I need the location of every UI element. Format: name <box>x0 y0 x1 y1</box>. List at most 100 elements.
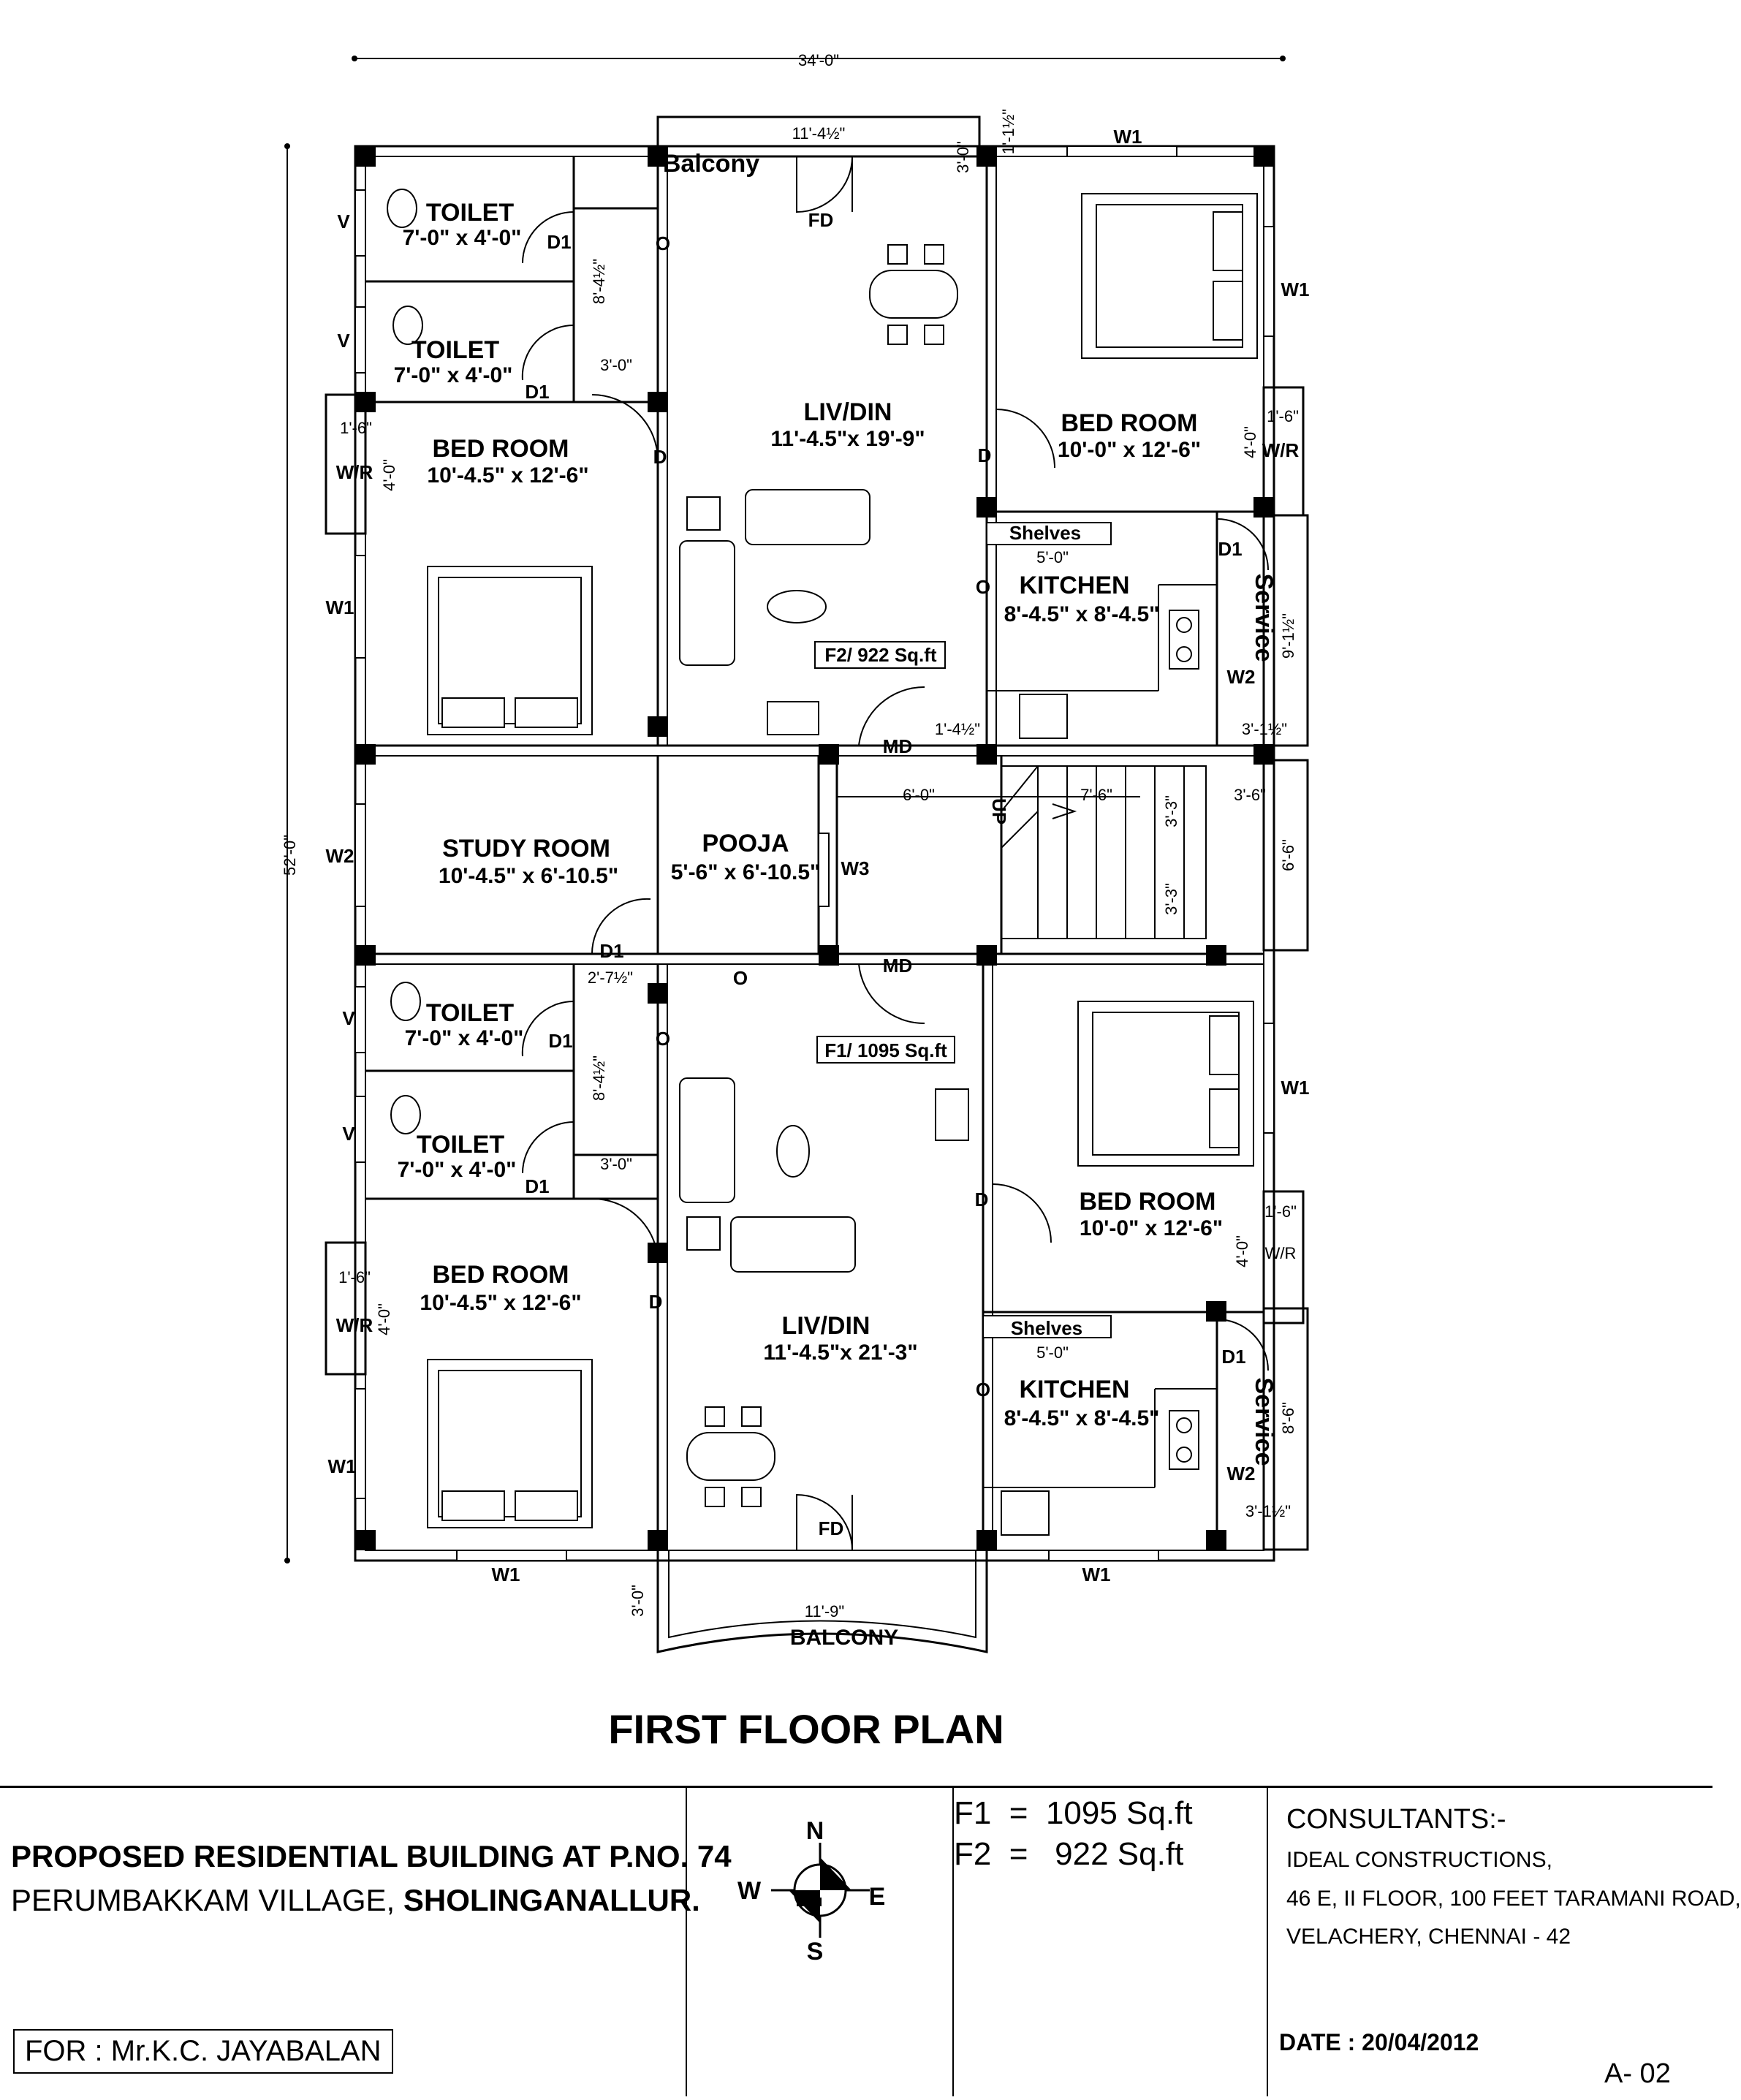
upper-balcony-width: 11'-4½" <box>792 124 846 143</box>
date-label: DATE : 20/04/2012 <box>1279 2029 1479 2055</box>
lower-shelves: Shelves <box>1011 1317 1082 1339</box>
upper-wr-w: 1'-6" <box>340 419 372 437</box>
stair-width: 6'-0" <box>903 786 935 804</box>
floor-plan-drawing: 34'-0" 52'-0" <box>281 51 1310 1752</box>
lower-balcony-width: 11'-9" <box>805 1602 844 1621</box>
door-tag: D <box>653 446 667 468</box>
stair-run: 7'-6" <box>1080 786 1112 804</box>
upper-offset: 1'-1½" <box>999 109 1017 154</box>
compass-cell: N S W E <box>687 1788 954 2096</box>
vent-tag: V <box>337 211 350 232</box>
area-f2: F2 = 922 Sq.ft <box>954 1836 1184 1872</box>
upper-liv-size: 11'-4.5"x 19'-9" <box>770 427 925 451</box>
upper-bed-left-size: 10'-4.5" x 12'-6" <box>427 463 588 488</box>
upper-bed-right-size: 10'-0" x 12'-6" <box>1058 438 1201 462</box>
lower-bed-right-name: BED ROOM <box>1080 1188 1216 1216</box>
overall-width-label: 34'-0" <box>798 51 839 69</box>
project-line1: PROPOSED RESIDENTIAL BUILDING AT P.NO. 7… <box>11 1839 732 1873</box>
lower-shelves-dim: 5'-0" <box>1036 1343 1069 1362</box>
lower-balcony: BALCONY <box>790 1626 898 1650</box>
lower-toilet2-size: 7'-0" x 4'-0" <box>398 1158 517 1182</box>
opening-tag: O <box>733 967 748 989</box>
lower-passage-w: 3'-0" <box>600 1155 632 1173</box>
columns <box>355 146 1274 1550</box>
window-tag: W1 <box>1281 278 1310 300</box>
door-tag: D1 <box>1221 1346 1245 1368</box>
project-town: SHOLINGANALLUR. <box>403 1883 700 1917</box>
stair-depth: 6'-6" <box>1279 839 1297 871</box>
upper-toilet2-size: 7'-0" x 4'-0" <box>394 363 513 387</box>
pooja-name: POOJA <box>702 830 789 857</box>
overall-depth-label: 52'-0" <box>281 835 299 876</box>
upper-kitchen-size: 8'-4.5" x 8'-4.5" <box>1004 602 1160 626</box>
door-tag: D <box>649 1291 663 1313</box>
upper-passage-w: 3'-0" <box>600 356 632 374</box>
compass-e: E <box>869 1883 886 1911</box>
lower-bed-right-size: 10'-0" x 12'-6" <box>1080 1216 1223 1240</box>
lower-kitchen-size: 8'-4.5" x 8'-4.5" <box>1004 1406 1160 1430</box>
lower-service: Service <box>1250 1378 1278 1466</box>
lower-right-wr-d: 4'-0" <box>1233 1235 1251 1267</box>
stair-right: 3'-6" <box>1234 786 1266 804</box>
upper-balcony-depth: 3'-0" <box>954 141 972 173</box>
vent-tag: V <box>337 330 350 352</box>
lower-balcony-depth: 3'-0" <box>629 1585 647 1617</box>
door-tag: D1 <box>525 1175 549 1197</box>
lower-service-w: 3'-1½" <box>1245 1502 1291 1520</box>
window-tag: W1 <box>1082 1563 1111 1585</box>
door-tag: D <box>975 1189 989 1210</box>
staircase <box>837 765 1207 939</box>
opening-tag: O <box>656 232 670 254</box>
lower-bed-left-name: BED ROOM <box>433 1261 569 1289</box>
upper-area: F2/ 922 Sq.ft <box>824 644 936 666</box>
lower-service-dim: 8'-6" <box>1279 1402 1297 1434</box>
study-door-dim: 2'-7½" <box>588 968 633 987</box>
overall-dimensions: 34'-0" 52'-0" <box>281 51 1286 1563</box>
door-swings <box>521 156 1269 1551</box>
opening-tag: O <box>976 576 990 598</box>
door-tag: D1 <box>599 940 623 962</box>
compass-w: W <box>737 1877 762 1905</box>
window-tag: W1 <box>492 1563 520 1585</box>
stair-flight1: 3'-3" <box>1162 795 1180 827</box>
upper-toilet2-name: TOILET <box>411 336 499 364</box>
upper-right-wr-d: 4'-0" <box>1241 426 1259 458</box>
upper-service-dim: 9'-1½" <box>1279 613 1297 659</box>
north-arrow-icon: N S W E <box>737 1817 886 1966</box>
lower-toilet1-name: TOILET <box>426 999 514 1027</box>
upper-toilet1-name: TOILET <box>426 199 514 227</box>
compass-s: S <box>807 1938 824 1966</box>
upper-toilet1-size: 7'-0" x 4'-0" <box>403 226 522 250</box>
upper-md: MD <box>883 735 912 757</box>
area-f1: F1 = 1095 Sq.ft <box>954 1795 1193 1831</box>
window-tag: W1 <box>328 1455 357 1477</box>
door-tag: D1 <box>1218 538 1242 560</box>
door-tag: D1 <box>525 381 549 403</box>
furniture <box>387 189 1258 1536</box>
lower-liv-name: LIV/DIN <box>782 1312 870 1340</box>
upper-bed-left-name: BED ROOM <box>433 435 569 463</box>
upper-wr: W/R <box>336 461 373 483</box>
upper-balcony-label: Balcony <box>663 150 759 178</box>
lower-area: F1/ 1095 Sq.ft <box>824 1039 947 1061</box>
client-box: FOR : Mr.K.C. JAYABALAN <box>13 2029 393 2074</box>
window-tag: W2 <box>1227 1463 1256 1485</box>
window-tag: W3 <box>841 857 870 879</box>
walls <box>325 115 1309 1653</box>
upper-service: Service <box>1250 574 1278 662</box>
vent-tag: V <box>342 1007 355 1029</box>
stair-up: UP <box>988 798 1010 825</box>
sheet-number: A- 02 <box>1604 2058 1671 2089</box>
lower-wr-d: 4'-0" <box>375 1303 393 1335</box>
project-village: PERUMBAKKAM VILLAGE, <box>11 1883 395 1917</box>
upper-service-w: 3'-1½" <box>1242 720 1287 738</box>
upper-bed-right-name: BED ROOM <box>1061 409 1198 437</box>
consultants-label: CONSULTANTS:- <box>1286 1804 1506 1835</box>
lower-right-wr: W/R <box>1265 1244 1297 1262</box>
door-tag: D <box>978 444 992 466</box>
window-tag: W2 <box>1227 666 1256 688</box>
area-cell: F1 = 1095 Sq.ft F2 = 922 Sq.ft <box>954 1788 1268 2096</box>
lower-wr: W/R <box>336 1314 373 1336</box>
study-size: 10'-4.5" x 6'-10.5" <box>439 864 618 888</box>
upper-right-wr: W/R <box>1262 439 1300 461</box>
